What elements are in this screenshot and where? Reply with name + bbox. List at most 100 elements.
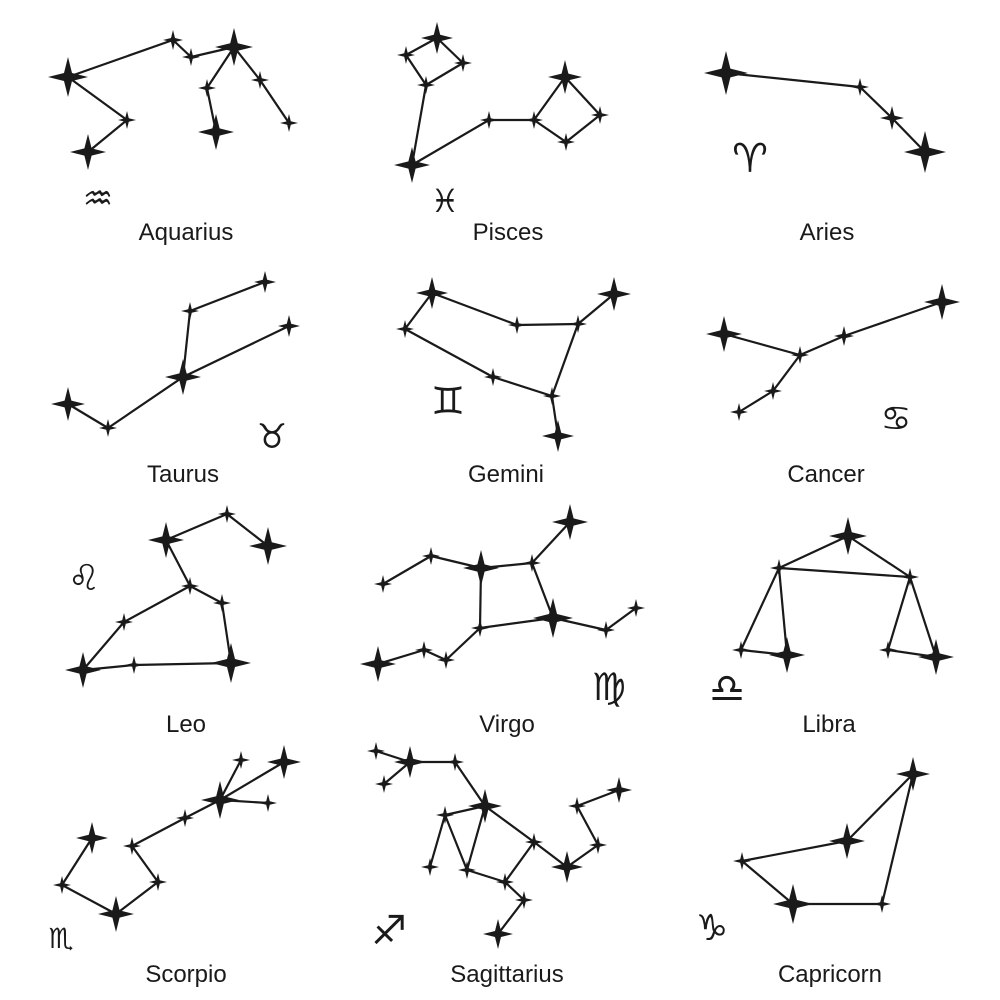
cancer-symbol-icon: ♋ bbox=[881, 400, 911, 438]
taurus-star-4 bbox=[51, 387, 85, 421]
scorpio-symbol-icon: ♏ bbox=[48, 923, 73, 954]
leo-line-1 bbox=[225, 512, 270, 548]
pisces-line-8 bbox=[563, 75, 602, 117]
scorpio-star-6 bbox=[123, 837, 141, 855]
taurus-line-4 bbox=[66, 402, 110, 430]
cancer-line-2 bbox=[722, 332, 802, 357]
capricorn-stars bbox=[733, 757, 930, 924]
pisces-line-5 bbox=[410, 118, 491, 167]
capricorn-line-2 bbox=[740, 859, 795, 906]
aquarius-star-1 bbox=[163, 30, 183, 50]
aries-stars bbox=[704, 51, 946, 173]
aquarius-star-5 bbox=[251, 71, 269, 89]
virgo-line-10 bbox=[422, 648, 448, 662]
leo-line-4 bbox=[122, 584, 192, 624]
sagittarius-star-13 bbox=[496, 873, 514, 891]
sagittarius-star-8 bbox=[525, 833, 543, 851]
virgo-star-7 bbox=[627, 599, 645, 617]
sagittarius-star-15 bbox=[483, 919, 513, 949]
libra-line-4 bbox=[777, 566, 789, 657]
libra-star-1 bbox=[770, 559, 788, 577]
sagittarius-line-9 bbox=[465, 868, 507, 884]
aquarius-star-7 bbox=[118, 111, 136, 129]
taurus-star-2 bbox=[278, 315, 300, 337]
aquarius-star-2 bbox=[182, 48, 200, 66]
leo-star-6 bbox=[65, 652, 101, 688]
constellation-label-aquarius: Aquarius bbox=[139, 219, 234, 246]
constellation-label-capricorn: Capricorn bbox=[778, 961, 882, 988]
gemini-line-0 bbox=[403, 291, 434, 331]
pisces-symbol-icon: ♓ bbox=[431, 183, 460, 219]
libra-star-0 bbox=[829, 517, 867, 555]
leo-star-7 bbox=[125, 656, 143, 674]
gemini-stars bbox=[396, 277, 631, 452]
aquarius-symbol-icon: ♒ bbox=[83, 180, 113, 218]
leo-symbol-icon: ♌ bbox=[68, 557, 100, 598]
libra-star-6 bbox=[918, 639, 954, 675]
scorpio-star-2 bbox=[201, 781, 239, 819]
leo-line-3 bbox=[188, 584, 224, 605]
cancer-star-1 bbox=[834, 326, 854, 346]
scorpio-lines bbox=[60, 758, 286, 916]
aries-star-3 bbox=[904, 131, 946, 173]
scorpio-line-7 bbox=[60, 883, 118, 916]
libra-symbol-icon: ♎ bbox=[709, 667, 745, 711]
virgo-star-9 bbox=[437, 651, 455, 669]
pisces-line-9 bbox=[564, 113, 602, 144]
libra-star-2 bbox=[901, 568, 919, 586]
virgo-star-3 bbox=[463, 550, 499, 586]
aries-star-0 bbox=[704, 51, 748, 95]
aquarius-star-0 bbox=[48, 57, 88, 97]
cancer-star-5 bbox=[730, 403, 748, 421]
aquarius-line-6 bbox=[66, 75, 129, 122]
cancer-stars bbox=[706, 284, 960, 421]
aries-star-1 bbox=[851, 78, 869, 96]
pisces-star-3 bbox=[417, 76, 435, 94]
aquarius-line-4 bbox=[232, 45, 262, 82]
gemini-symbol-icon: ♊ bbox=[431, 381, 465, 423]
gemini-star-3 bbox=[508, 316, 526, 334]
libra-line-6 bbox=[886, 575, 912, 652]
pisces-star-0 bbox=[421, 22, 453, 54]
virgo-stars bbox=[360, 504, 645, 682]
sagittarius-star-1 bbox=[394, 746, 426, 778]
virgo-line-6 bbox=[604, 606, 638, 632]
aquarius-stars bbox=[48, 28, 298, 170]
cancer-line-1 bbox=[798, 334, 846, 357]
aquarius-lines bbox=[66, 38, 291, 154]
sagittarius-stars bbox=[367, 742, 632, 949]
libra-line-2 bbox=[777, 566, 912, 579]
scorpio-line-8 bbox=[60, 836, 94, 887]
scorpio-star-7 bbox=[53, 876, 71, 894]
constellation-label-leo: Leo bbox=[166, 711, 206, 738]
sagittarius-lines bbox=[374, 749, 621, 936]
aquarius-line-3 bbox=[205, 45, 236, 90]
scorpio-line-1 bbox=[218, 758, 243, 802]
virgo-star-1 bbox=[422, 547, 440, 565]
libra-line-7 bbox=[908, 575, 938, 659]
pisces-line-10 bbox=[532, 118, 568, 144]
pisces-star-1 bbox=[397, 46, 415, 64]
aquarius-line-5 bbox=[258, 78, 291, 125]
taurus-stars bbox=[51, 271, 300, 437]
sagittarius-star-9 bbox=[589, 836, 607, 854]
capricorn-line-1 bbox=[740, 839, 849, 863]
sagittarius-line-5 bbox=[483, 804, 536, 844]
pisces-line-3 bbox=[404, 53, 428, 87]
constellation-label-pisces: Pisces bbox=[473, 219, 544, 246]
sagittarius-star-2 bbox=[446, 753, 464, 771]
gemini-star-7 bbox=[542, 420, 574, 452]
taurus-line-0 bbox=[188, 280, 267, 313]
virgo-star-2 bbox=[374, 575, 392, 593]
taurus-lines bbox=[66, 280, 291, 430]
capricorn-star-3 bbox=[773, 884, 813, 924]
leo-stars bbox=[65, 505, 287, 688]
virgo-star-4 bbox=[523, 554, 541, 572]
sagittarius-star-11 bbox=[421, 858, 439, 876]
pisces-line-7 bbox=[532, 75, 567, 122]
aquarius-star-4 bbox=[198, 79, 216, 97]
constellation-label-scorpio: Scorpio bbox=[145, 961, 226, 988]
virgo-star-10 bbox=[415, 641, 433, 659]
aquarius-star-9 bbox=[198, 114, 234, 150]
cancer-lines bbox=[722, 300, 944, 414]
